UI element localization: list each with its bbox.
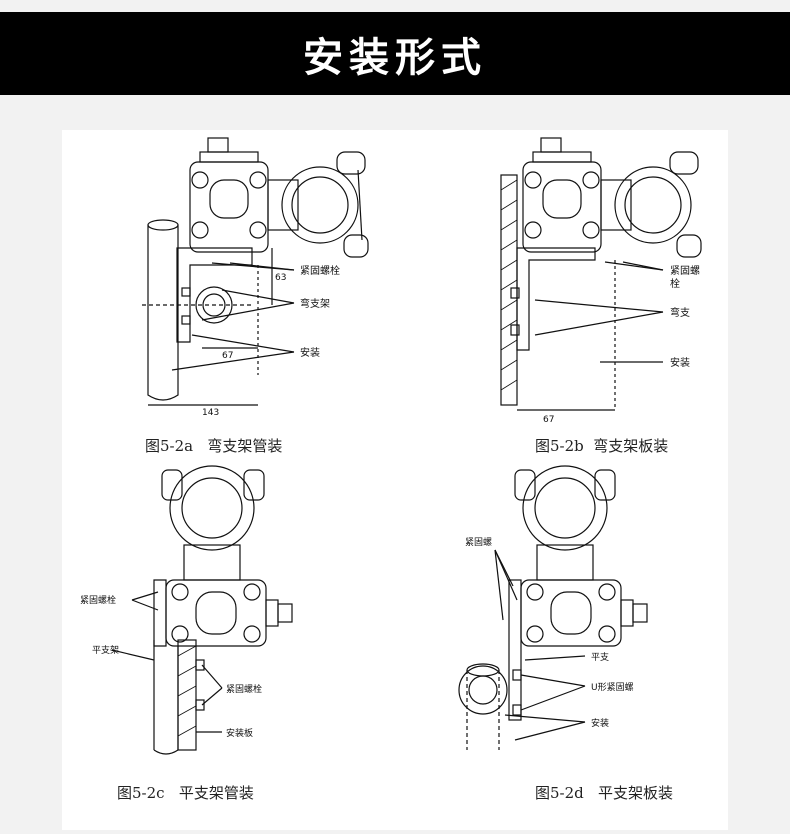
dim-67: 67 xyxy=(543,415,554,425)
bent-bracket xyxy=(516,247,596,351)
sensor-body xyxy=(165,579,267,647)
process-connection xyxy=(207,137,229,153)
bent-bracket xyxy=(176,247,253,343)
title-banner: 安装形式 xyxy=(0,12,790,95)
sensor-body xyxy=(520,579,622,647)
label-bolt: 紧固螺栓 xyxy=(300,264,340,277)
flat-bracket xyxy=(508,579,522,721)
label-ubolt: U形紧固螺 xyxy=(591,681,634,693)
label-bolt-bottom: 紧固螺栓 xyxy=(226,683,262,695)
pipe xyxy=(466,670,500,750)
caption-5-2c: 图5-2c 平支架管装 xyxy=(117,784,254,802)
bracket-clamp xyxy=(195,286,233,324)
label-bracket: 平支架 xyxy=(92,644,119,656)
pipe-top xyxy=(147,219,179,231)
diagram-panel: 紧固螺栓 弯支架 安装 67 143 63 图5-2a 弯支架管装 xyxy=(62,130,728,830)
mounting-plate xyxy=(500,174,518,406)
caption-5-2d: 图5-2d 平支架板装 xyxy=(535,784,674,802)
display-housing xyxy=(169,465,255,551)
figure-5-2b-diagram: 紧固螺 栓 弯支 安装 67 xyxy=(500,137,702,425)
caption-5-2a: 图5-2a 弯支架管装 xyxy=(145,437,283,455)
label-bolt-line1: 紧固螺 xyxy=(670,265,700,277)
top-margin xyxy=(0,0,790,12)
label-bolt: 紧固螺 xyxy=(465,537,492,548)
label-mount: 安装 xyxy=(670,356,690,369)
sensor-body xyxy=(522,161,602,253)
u-bolt xyxy=(458,665,508,715)
mounting-plate xyxy=(177,639,197,751)
flat-bracket xyxy=(153,579,167,647)
dim-143: 143 xyxy=(202,408,219,418)
label-bolt-top: 紧固螺栓 xyxy=(80,594,116,606)
display-housing xyxy=(281,166,359,244)
label-mount: 安装 xyxy=(591,717,609,729)
display-housing xyxy=(522,465,608,551)
display-housing xyxy=(614,166,692,244)
dim-63: 63 xyxy=(275,273,286,283)
page-title: 安装形式 xyxy=(303,34,487,81)
dim-67: 67 xyxy=(222,351,233,361)
label-bracket: 平支 xyxy=(591,651,609,663)
figure-5-2c-diagram: 紧固螺栓 平支架 紧固螺栓 安装板 xyxy=(80,465,293,755)
sensor-body xyxy=(189,161,269,253)
label-bracket: 弯支 xyxy=(670,306,690,319)
label-mount: 安装 xyxy=(300,346,320,359)
figure-5-2a-diagram: 紧固螺栓 弯支架 安装 67 143 63 xyxy=(142,137,369,418)
label-bracket: 弯支架 xyxy=(300,297,330,310)
caption-5-2b: 图5-2b 弯支架板装 xyxy=(535,437,669,455)
figure-5-2d-diagram: 紧固螺 平支 U形紧固螺 安装 xyxy=(458,465,648,750)
label-plate: 安装板 xyxy=(226,727,253,739)
pipe xyxy=(147,225,179,401)
label-bolt-line2: 栓 xyxy=(670,277,680,290)
